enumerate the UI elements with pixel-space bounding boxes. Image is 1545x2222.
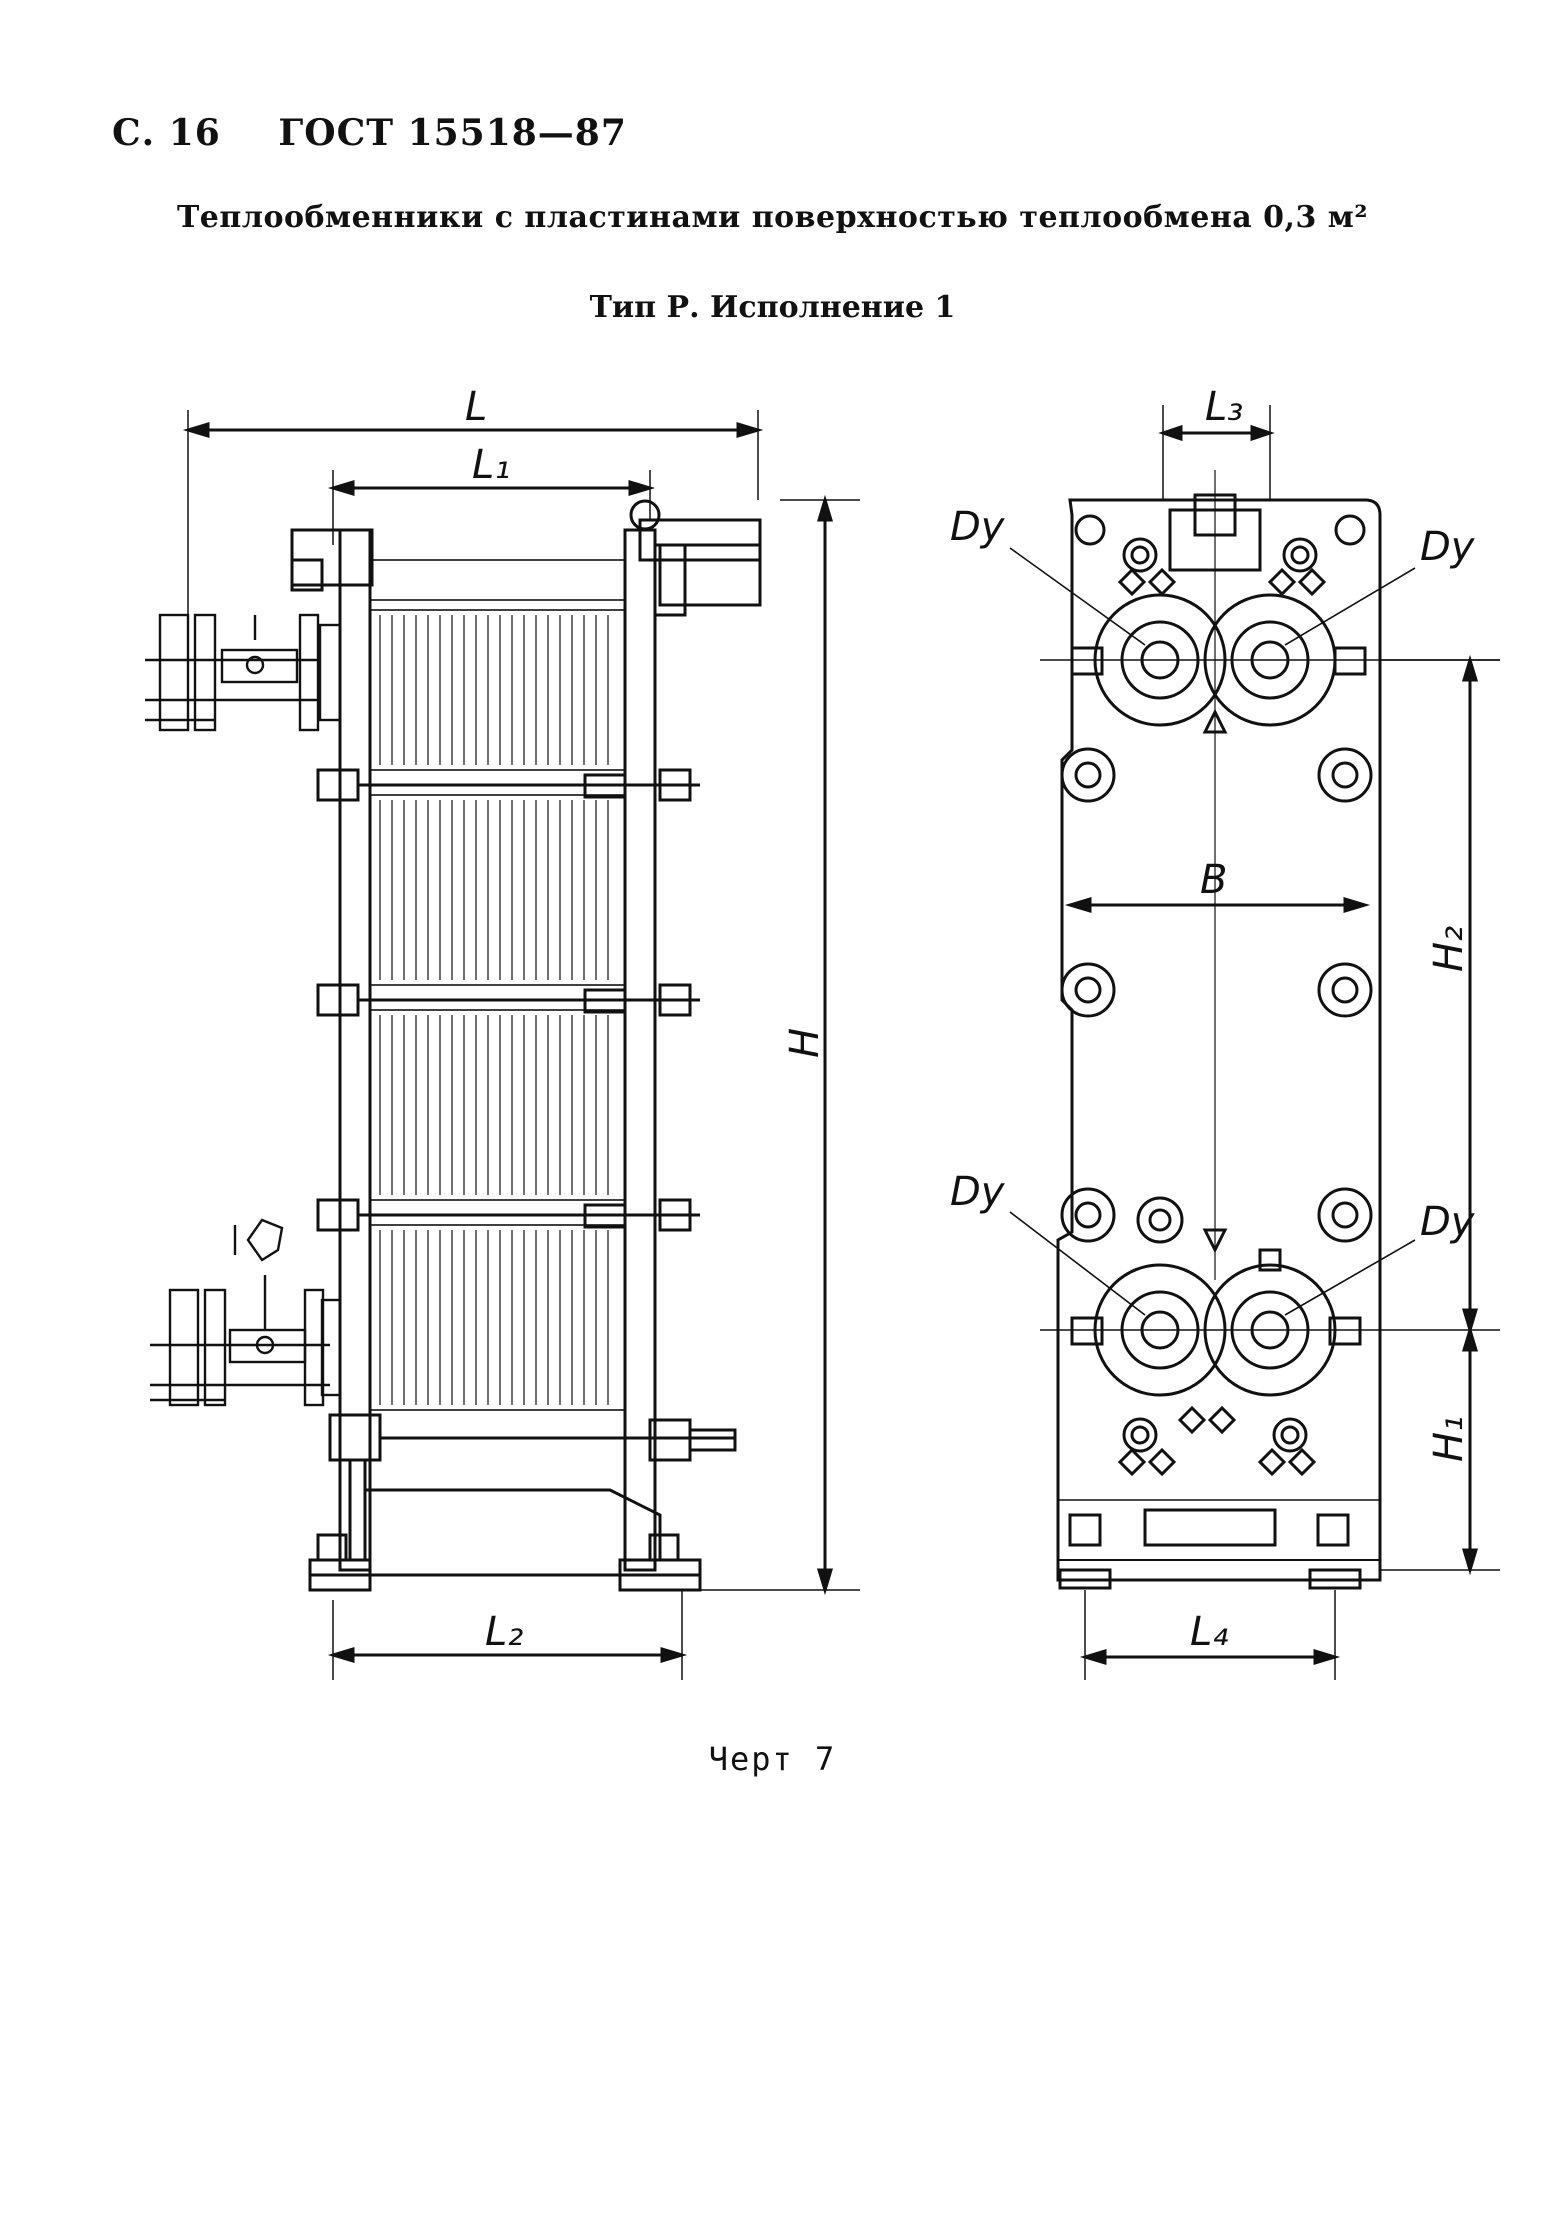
dim-H: H: [782, 1028, 828, 1058]
dim-Dy-lower-right: Dу: [1420, 1199, 1476, 1245]
page-header: С. 16 ГОСТ 15518—87: [112, 112, 627, 154]
dim-H2: H₂: [1426, 926, 1472, 972]
standard-number: ГОСТ 15518—87: [278, 112, 627, 154]
dim-Dy-lower-left: Dу: [950, 1169, 1006, 1215]
side-view: L L₁ H: [145, 384, 860, 1680]
front-view: L₃ Dу Dу: [950, 384, 1500, 1680]
dim-L2: L₂: [485, 1609, 523, 1655]
dim-B: B: [1200, 857, 1227, 903]
dim-L3: L₃: [1205, 384, 1243, 430]
dim-Dy-upper-right: Dу: [1420, 524, 1476, 570]
dim-H1: H₁: [1426, 1416, 1472, 1462]
document-subtitle: Тип Р. Исполнение 1: [589, 290, 956, 325]
dim-L: L: [465, 384, 487, 430]
page-number: С. 16: [112, 112, 221, 154]
figure-caption: Черт 7: [708, 1740, 837, 1778]
dim-L1: L₁: [472, 442, 510, 488]
document-title: Теплообменники с пластинами поверхностью…: [176, 200, 1369, 235]
dim-Dy-upper-left: Dу: [950, 504, 1006, 550]
dim-L4: L₄: [1190, 1609, 1228, 1655]
